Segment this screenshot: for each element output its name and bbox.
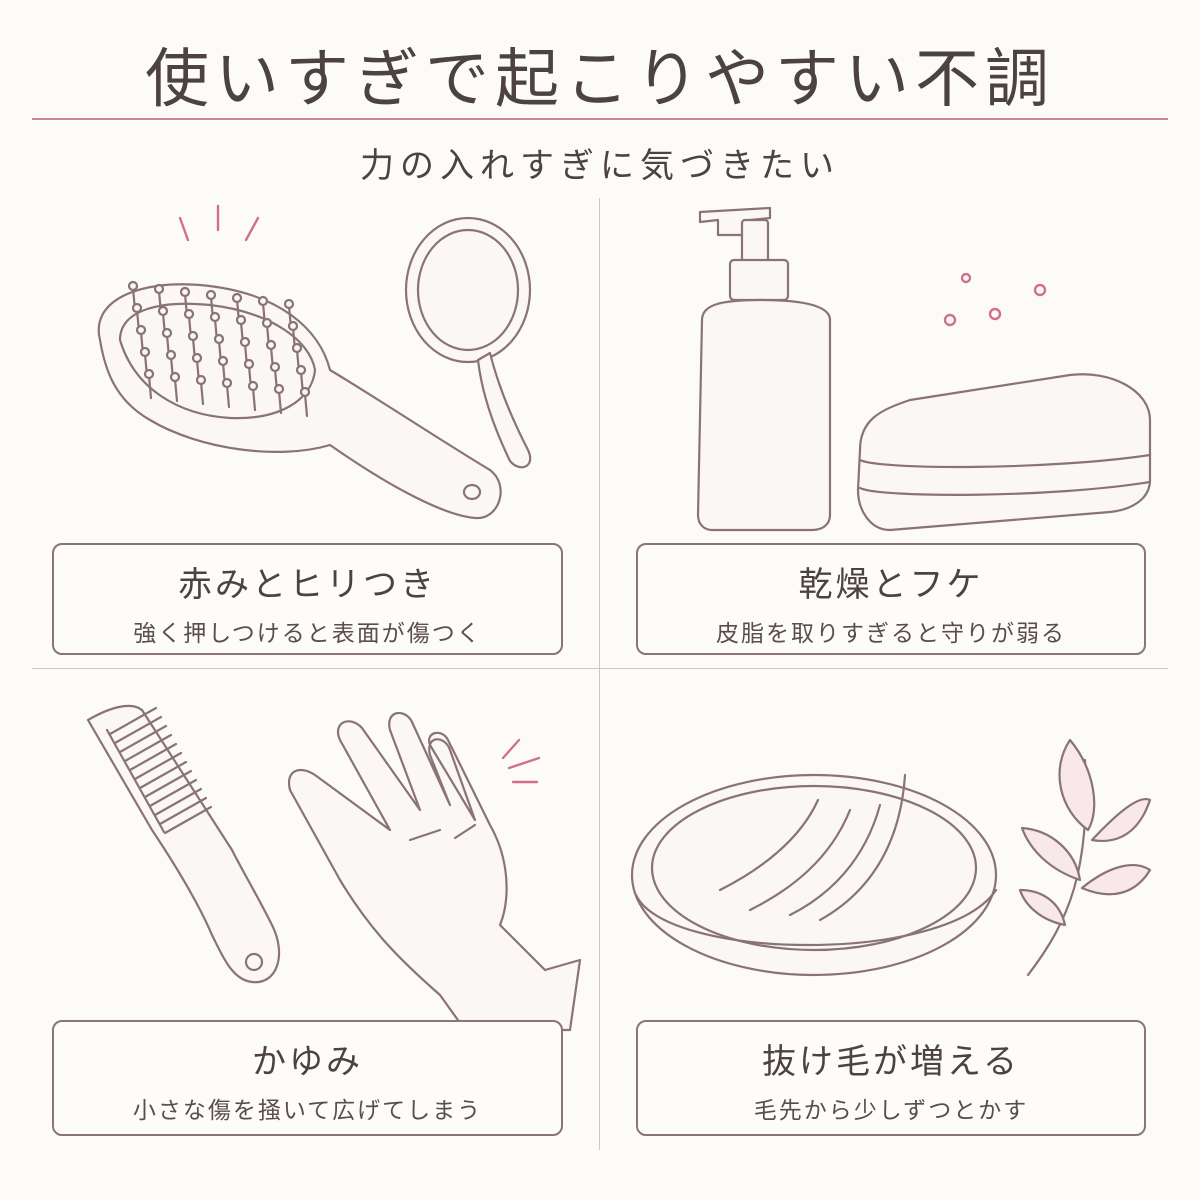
title-divider bbox=[32, 118, 1168, 120]
vertical-divider bbox=[599, 198, 600, 1150]
hair-strands-icon bbox=[718, 773, 907, 922]
hand-icon bbox=[287, 712, 582, 1032]
hand-mirror-icon bbox=[404, 216, 532, 469]
caption-card: かゆみ 小さな傷を掻いて広げてしまう bbox=[52, 1020, 563, 1136]
sparkle-dots-icon bbox=[943, 272, 1047, 327]
caption-text: 皮脂を取りすぎると守りが弱る bbox=[716, 621, 1066, 647]
caption-heading: 赤みとヒリつき bbox=[178, 565, 437, 605]
page-subtitle: 力の入れすぎに気づきたい bbox=[360, 146, 840, 186]
dish-icon bbox=[630, 773, 998, 977]
caption-text: 小さな傷を掻いて広げてしまう bbox=[132, 1098, 483, 1124]
folded-towel-icon bbox=[856, 373, 1152, 532]
caption-text: 強く押しつけると表面が傷つく bbox=[133, 621, 482, 647]
caption-card: 赤みとヒリつき 強く押しつけると表面が傷つく bbox=[52, 543, 563, 655]
pump-bottle-icon bbox=[696, 206, 832, 532]
sparkle-lines-icon bbox=[501, 738, 541, 784]
caption-card: 乾燥とフケ 皮脂を取りすぎると守りが弱る bbox=[636, 543, 1146, 655]
caption-heading: 乾燥とフケ bbox=[798, 565, 984, 605]
caption-heading: かゆみ bbox=[252, 1042, 363, 1082]
caption-card: 抜け毛が増える 毛先から少しずつとかす bbox=[636, 1020, 1146, 1136]
caption-heading: 抜け毛が増える bbox=[762, 1042, 1020, 1082]
hairbrush-icon bbox=[97, 204, 502, 520]
leaf-sprig-icon bbox=[1018, 738, 1152, 977]
horizontal-divider bbox=[32, 668, 1168, 669]
caption-text: 毛先から少しずつとかす bbox=[753, 1098, 1029, 1124]
page-title: 使いすぎで起こりやすい不調 bbox=[145, 43, 1055, 117]
comb-icon bbox=[86, 704, 281, 984]
